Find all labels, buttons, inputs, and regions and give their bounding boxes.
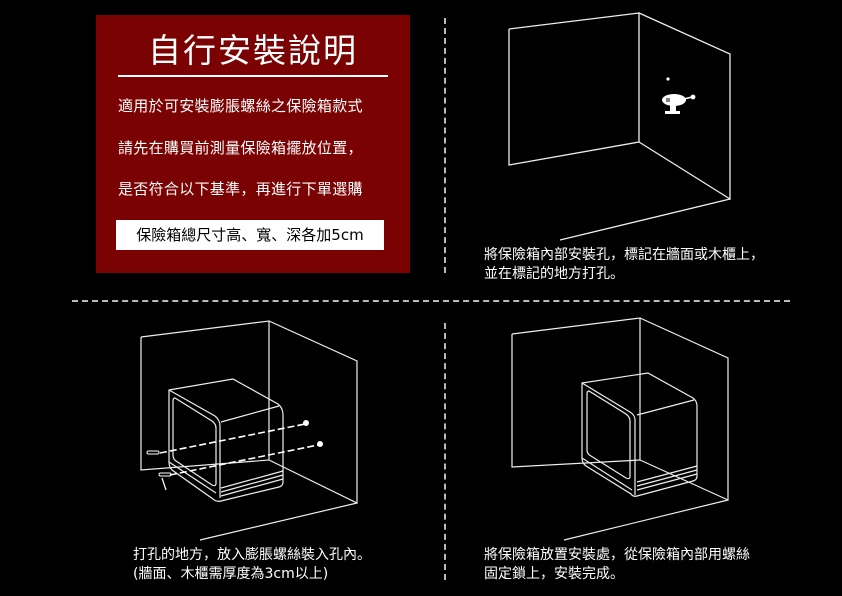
instruction-line-2: 請先在購買前測量保險箱擺放位置， (118, 139, 363, 157)
panel-title: 自行安裝說明 (148, 31, 358, 70)
title-divider (118, 75, 388, 77)
instructions-panel: 自行安裝說明 適用於可安裝膨脹螺絲之保險箱款式 請先在購買前測量保險箱擺放位置，… (96, 15, 410, 273)
step1-caption-line1: 將保險箱內部安裝孔，標記在牆面或木櫃上， (484, 247, 764, 263)
step2-caption-line2: (牆面、木櫃需厚度為3cm以上) (133, 566, 329, 582)
size-note: 保險箱總尺寸高、寬、深各加5cm (116, 220, 384, 250)
step3-caption: 將保險箱放置安裝處，從保險箱內部用螺絲 固定鎖上，安裝完成。 (484, 546, 750, 584)
step3-caption-line1: 將保險箱放置安裝處，從保險箱內部用螺絲 (484, 547, 750, 563)
instruction-line-3: 是否符合以下基準，再進行下單選購 (118, 180, 363, 198)
horizontal-divider (72, 300, 790, 302)
drill-icon (662, 77, 696, 114)
step2-caption-line1: 打孔的地方，放入膨脹螺絲裝入孔內。 (133, 547, 371, 563)
step2-caption: 打孔的地方，放入膨脹螺絲裝入孔內。 (牆面、木櫃需厚度為3cm以上) (133, 546, 371, 584)
step3-caption-line2: 固定鎖上，安裝完成。 (484, 566, 624, 582)
step1-caption: 將保險箱內部安裝孔，標記在牆面或木櫃上， 並在標記的地方打孔。 (484, 246, 764, 284)
expansion-screw-icon (146, 420, 323, 491)
instruction-line-1: 適用於可安裝膨脹螺絲之保險箱款式 (118, 97, 363, 115)
vertical-divider-top (444, 18, 446, 273)
step1-caption-line2: 並在標記的地方打孔。 (484, 266, 624, 282)
vertical-divider-bottom (444, 323, 446, 580)
